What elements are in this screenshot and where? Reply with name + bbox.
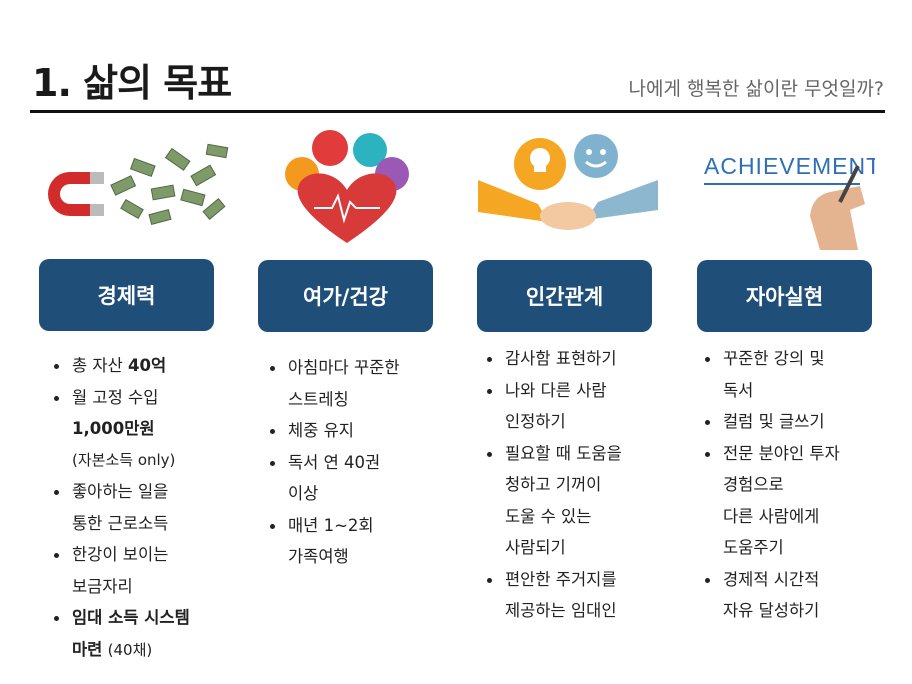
list-item: 경제적 시간적 자유 달성하기 <box>703 564 898 627</box>
handshake-idea-icon <box>478 134 658 230</box>
magnet-attracting-money-icon <box>48 143 229 226</box>
list-item: 매년 1~2회 가족여행 <box>268 510 448 573</box>
achievement-word: ACHIEVEMENT <box>704 153 875 179</box>
heart-health-icons <box>285 130 409 243</box>
list-item: 좋아하는 일을 통한 근로소득 <box>52 476 232 539</box>
list-item: 아침마다 꾸준한 스트레칭 <box>268 352 448 415</box>
page-subtitle: 나에게 행복한 삶이란 무엇일까? <box>628 78 884 100</box>
list-item: 꾸준한 강의 및 독서 <box>703 343 898 406</box>
list-item: 전문 분야인 투자 경험으로 다른 사람에게 도움주기 <box>703 438 898 564</box>
list-item: 필요할 때 도움을 청하고 기꺼이 도울 수 있는 사람되기 <box>485 438 675 564</box>
leisure-health-goals-list: 아침마다 꾸준한 스트레칭 체중 유지 독서 연 40권 이상 매년 1~2회 … <box>268 352 448 573</box>
list-item: 임대 소득 시스템 마련 (40채) <box>52 602 232 666</box>
hand-writing-achievement-icon: ACHIEVEMENT <box>704 153 875 250</box>
relationship-goals-list: 감사함 표현하기 나와 다른 사람 인정하기 필요할 때 도움을 청하고 기꺼이… <box>485 343 675 627</box>
title-divider <box>30 110 885 113</box>
heading-self-realization: 자아실현 <box>697 260 872 332</box>
heading-relationships: 인간관계 <box>477 260 652 332</box>
page-title: 1. 삶의 목표 <box>32 61 232 105</box>
list-item: 나와 다른 사람 인정하기 <box>485 375 675 438</box>
list-item: 체중 유지 <box>268 415 448 447</box>
list-item: 한강이 보이는 보금자리 <box>52 539 232 602</box>
self-realization-goals-list: 꾸준한 강의 및 독서 컬럼 및 글쓰기 전문 분야인 투자 경험으로 다른 사… <box>703 343 898 627</box>
list-item: 월 고정 수입 1,000만원 (자본소득 only) <box>52 382 232 477</box>
heading-economic-power: 경제력 <box>39 259 214 331</box>
list-item: 편안한 주거지를 제공하는 임대인 <box>485 564 675 627</box>
list-item: 독서 연 40권 이상 <box>268 447 448 510</box>
list-item: 감사함 표현하기 <box>485 343 675 375</box>
economic-goals-list: 총 자산 40억 월 고정 수입 1,000만원 (자본소득 only) 좋아하… <box>52 350 232 666</box>
list-item: 총 자산 40억 <box>52 350 232 382</box>
heading-leisure-health: 여가/건강 <box>258 260 433 332</box>
list-item: 컬럼 및 글쓰기 <box>703 406 898 438</box>
